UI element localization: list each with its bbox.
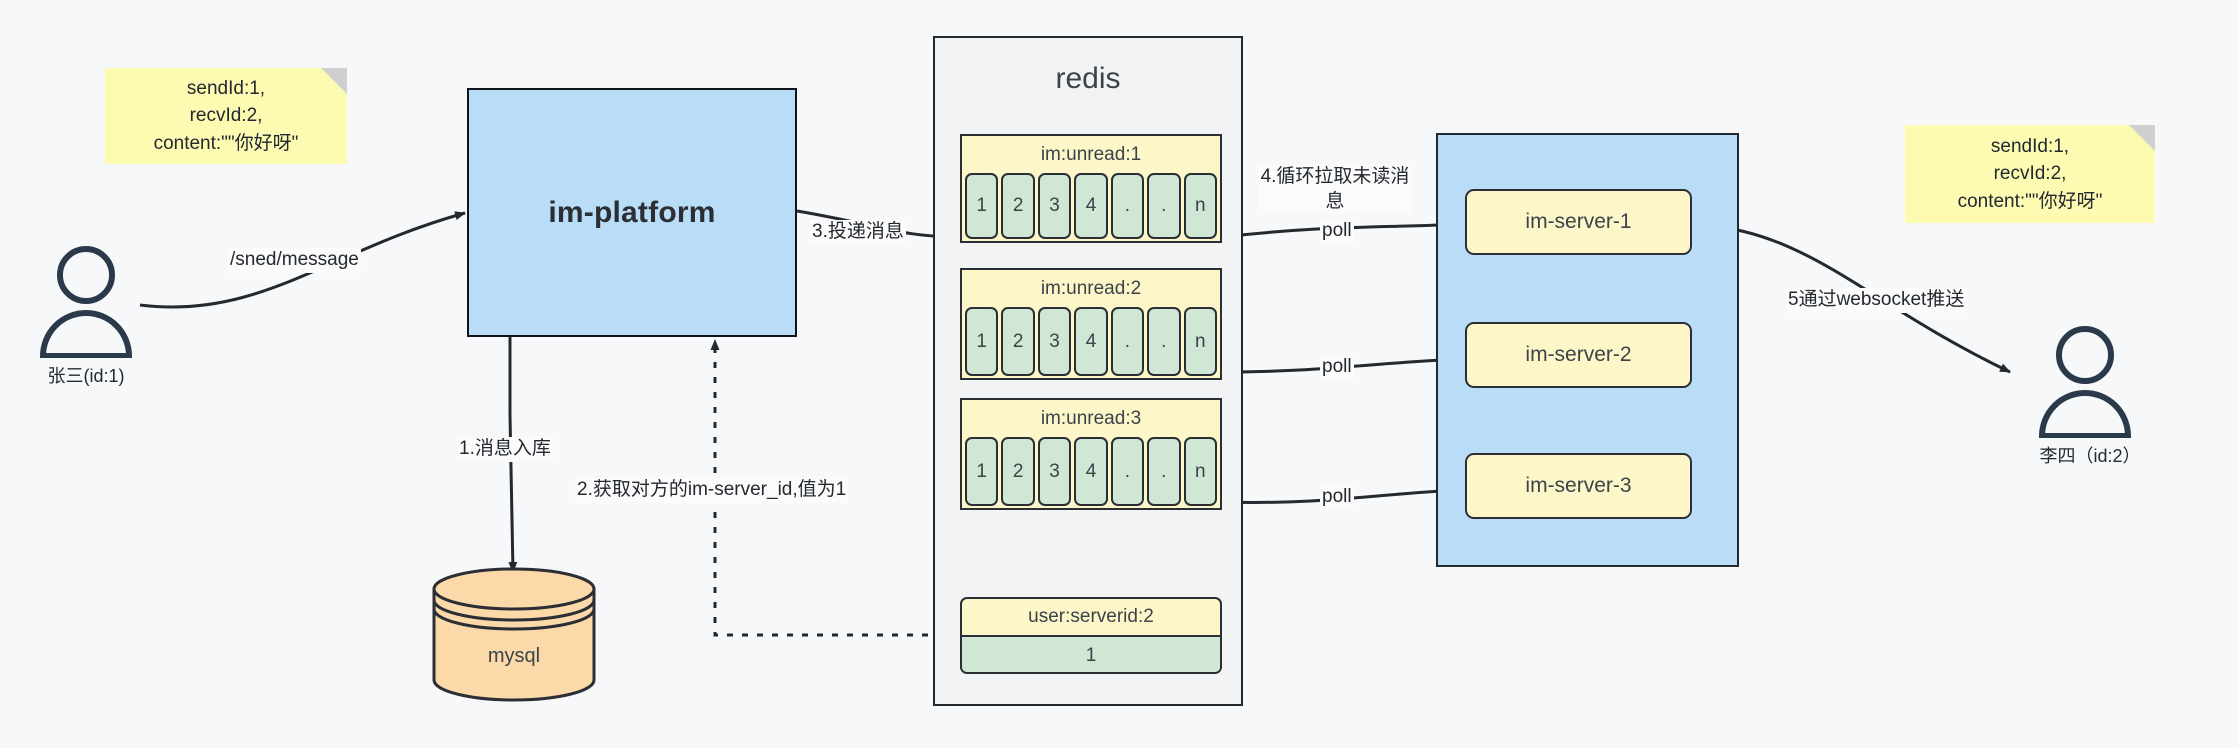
redis-list-3-cells: 1 2 3 4 . . n [962,437,1220,506]
im-platform-box[interactable]: im-platform [467,88,797,337]
mysql-label: mysql [487,645,541,667]
edge-label-send-message: /sned/message [228,248,361,273]
note-fold-icon [321,68,347,94]
redis-list-2-cells: 1 2 3 4 . . n [962,307,1220,376]
im-server-2-box[interactable]: im-server-2 [1465,322,1692,388]
list-cell: 4 [1074,437,1108,506]
list-cell: . [1147,173,1181,239]
list-cell: n [1183,437,1217,506]
list-cell: 4 [1074,307,1108,376]
redis-title: redis [1055,62,1121,95]
list-cell: 2 [1001,437,1035,506]
list-cell: . [1110,437,1145,506]
list-cell: 3 [1037,173,1072,239]
edge-label-step3: 3.投递消息 [810,220,906,245]
edge-label-step4: 4.循环拉取未读消 息 [1258,165,1412,215]
person-icon [39,246,133,359]
mysql-database[interactable]: mysql [430,567,598,702]
im-server-2-label: im-server-2 [1525,343,1632,366]
edge-label-poll-2: poll [1320,355,1354,380]
list-cell: 2 [1001,307,1035,376]
edge-label-step5: 5通过websocket推送 [1786,288,1967,313]
list-cell: n [1183,307,1217,376]
sticky-note-right: sendId:1, recvId:2, content:""你好呀" [1905,125,2155,223]
list-cell: 1 [965,307,999,376]
edge-label-step1: 1.消息入库 [457,437,553,462]
redis-kv-value: 1 [962,635,1220,672]
note-fold-icon [2129,125,2155,151]
list-cell: 1 [965,173,999,239]
im-platform-label: im-platform [548,195,716,229]
actor-sender-label: 张三(id:1) [47,366,125,386]
redis-list-1-key: im:unread:1 [1040,144,1142,165]
im-server-3-label: im-server-3 [1525,474,1632,497]
redis-list-im-unread-3[interactable]: im:unread:3 1 2 3 4 . . n [960,398,1222,510]
list-cell: 3 [1037,437,1072,506]
person-icon [2038,326,2132,439]
redis-list-im-unread-1[interactable]: im:unread:1 1 2 3 4 . . n [960,134,1222,243]
redis-list-1-cells: 1 2 3 4 . . n [962,173,1220,239]
database-cylinder-icon [432,567,596,702]
redis-kv-user-serverid[interactable]: user:serverid:2 1 [960,597,1222,674]
actor-receiver-label: 李四（id:2） [2039,446,2141,466]
redis-list-3-key: im:unread:3 [1040,408,1142,429]
list-cell: . [1110,307,1145,376]
list-cell: . [1147,437,1181,506]
redis-kv-key: user:serverid:2 [1028,606,1154,627]
sticky-note-right-text: sendId:1, recvId:2, content:""你好呀" [1957,135,2103,212]
edge-label-poll-1: poll [1320,219,1354,244]
im-server-3-box[interactable]: im-server-3 [1465,453,1692,519]
im-server-1-label: im-server-1 [1525,210,1632,233]
list-cell: 3 [1037,307,1072,376]
redis-list-2-key: im:unread:2 [1040,278,1142,299]
edge-label-poll-3: poll [1320,485,1354,510]
sticky-note-left-text: sendId:1, recvId:2, content:""你好呀" [153,77,299,154]
sticky-note-left: sendId:1, recvId:2, content:""你好呀" [105,68,347,164]
list-cell: . [1110,173,1145,239]
list-cell: 2 [1001,173,1035,239]
edge-label-step2: 2.获取对方的im-server_id,值为1 [575,478,849,503]
list-cell: 4 [1074,173,1108,239]
im-server-1-box[interactable]: im-server-1 [1465,189,1692,255]
list-cell: . [1147,307,1181,376]
actor-sender [26,238,146,359]
redis-list-im-unread-2[interactable]: im:unread:2 1 2 3 4 . . n [960,268,1222,380]
actor-receiver [2025,318,2145,439]
list-cell: n [1183,173,1217,239]
list-cell: 1 [965,437,999,506]
